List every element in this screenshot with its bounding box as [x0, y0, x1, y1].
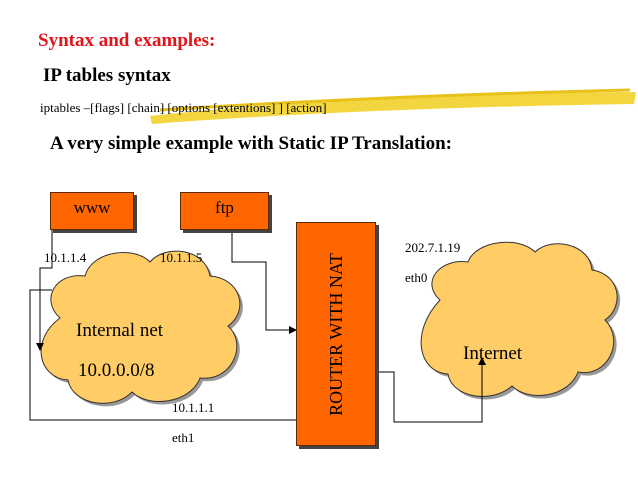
eth1-label: eth1: [172, 430, 195, 445]
www-server-box: www: [50, 192, 134, 230]
www-label: www: [73, 198, 111, 217]
internal-net-cloud: [40, 250, 243, 407]
example-heading: A very simple example with Static IP Tra…: [50, 133, 452, 154]
router-nat-box: ROUTER WITH NAT: [296, 222, 376, 446]
syntax-line: iptables –[flags] [chain] [options [exte…: [40, 100, 327, 115]
slide-title: Syntax and examples:: [38, 30, 216, 51]
www-ip-label: 10.1.1.4: [44, 250, 87, 265]
ftp-ip-label: 10.1.1.5: [160, 250, 203, 265]
section-heading: IP tables syntax: [43, 65, 171, 86]
internal-net-range: 10.0.0.0/8: [78, 360, 155, 381]
internal-net-label: Internal net: [76, 320, 164, 341]
connection-lines: [29, 228, 486, 423]
ftp-label: ftp: [215, 198, 234, 217]
eth0-label: eth0: [405, 270, 428, 285]
internet-label: Internet: [463, 343, 523, 364]
ftp-server-box: ftp: [180, 192, 269, 230]
internet-cloud: [420, 241, 621, 400]
eth0-ip-label: 202.7.1.19: [405, 240, 461, 255]
router-label: ROUTER WITH NAT: [325, 252, 346, 416]
eth1-ip-label: 10.1.1.1: [172, 400, 215, 415]
